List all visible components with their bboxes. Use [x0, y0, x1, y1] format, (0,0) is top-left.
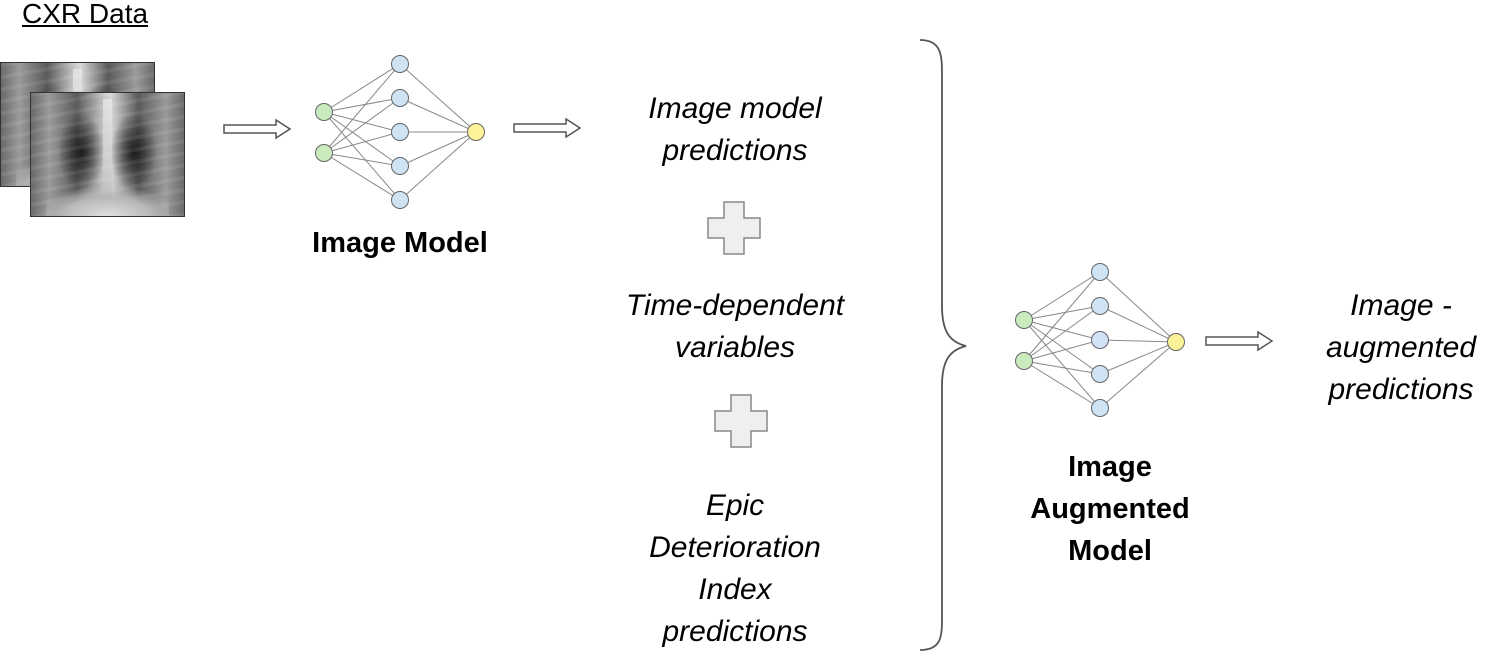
- input-node: [315, 144, 333, 162]
- hidden-node: [1091, 263, 1109, 281]
- network-edges: [1023, 271, 1177, 409]
- hidden-node: [391, 157, 409, 175]
- text-line: augmented: [1325, 331, 1477, 364]
- augmented-model-network-icon: [1015, 263, 1185, 417]
- text-line: Image: [1068, 451, 1152, 483]
- augmented-model-label: Image Augmented Model: [980, 446, 1240, 572]
- hidden-node: [1091, 297, 1109, 315]
- image-model-predictions-text: Image model predictions: [590, 88, 880, 172]
- text-line: variables: [674, 331, 796, 364]
- hidden-node: [391, 55, 409, 73]
- input-node: [1015, 352, 1033, 370]
- right-arrow-icon: [513, 117, 582, 139]
- hidden-node: [1091, 399, 1109, 417]
- right-arrow-icon: [223, 118, 292, 140]
- text-line: Model: [1068, 535, 1152, 567]
- text-line: Deterioration: [649, 531, 821, 564]
- image-model-network-icon: [315, 55, 485, 209]
- input-node: [1015, 311, 1033, 329]
- text-line: predictions: [662, 615, 808, 648]
- right-arrow-icon: [1205, 330, 1274, 352]
- text-line: Index: [698, 573, 772, 606]
- epic-deterioration-index-predictions-text: Epic Deterioration Index predictions: [590, 485, 880, 653]
- hidden-node: [1091, 365, 1109, 383]
- text-line: Augmented: [1030, 493, 1190, 525]
- hidden-node: [391, 123, 409, 141]
- text-line: predictions: [1328, 373, 1474, 406]
- cxr-data-title: CXR Data: [22, 0, 149, 29]
- text-line: Time-dependent: [625, 289, 845, 322]
- time-dependent-variables-text: Time-dependent variables: [590, 285, 880, 369]
- output-node: [1167, 333, 1185, 351]
- plus-icon: [707, 201, 761, 255]
- text-line: predictions: [662, 134, 808, 167]
- hidden-node: [391, 89, 409, 107]
- image-model-label: Image Model: [312, 227, 488, 259]
- image-augmented-predictions-text: Image - augmented predictions: [1302, 285, 1500, 411]
- output-node: [467, 123, 485, 141]
- hidden-node: [391, 191, 409, 209]
- text-line: Epic: [705, 489, 765, 522]
- network-edges: [323, 63, 477, 201]
- text-line: Image -: [1350, 289, 1452, 322]
- right-curly-brace-icon: [919, 39, 967, 651]
- plus-icon: [714, 394, 768, 448]
- input-node: [315, 103, 333, 121]
- chest-xray-image-front: [30, 92, 185, 217]
- hidden-node: [1091, 331, 1109, 349]
- text-line: Image model: [648, 92, 822, 125]
